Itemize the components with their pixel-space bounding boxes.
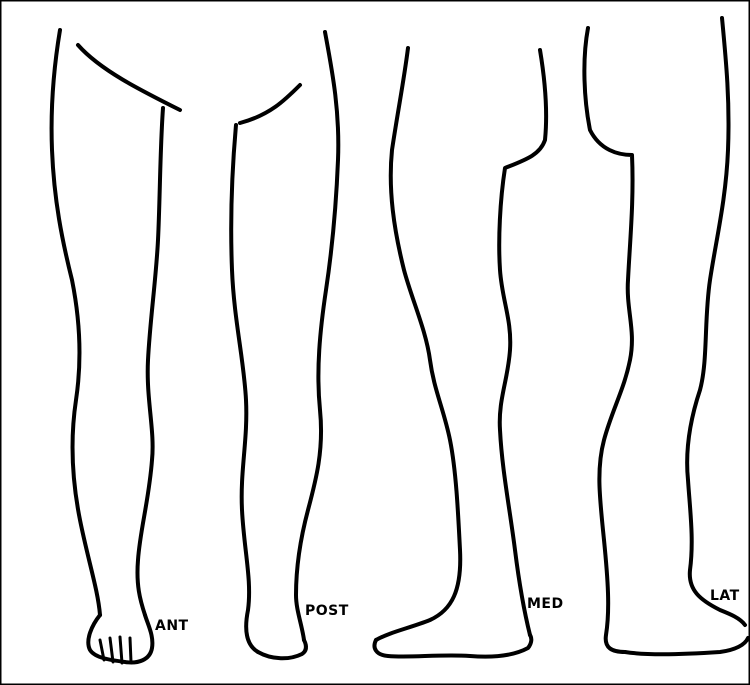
lateral-leg-back-contour bbox=[584, 28, 632, 652]
medial-view-label: MED bbox=[527, 596, 564, 612]
posterior-heel-outline bbox=[258, 640, 306, 658]
anterior-leg-view: ANT bbox=[52, 30, 189, 663]
anterior-leg-inner-contour bbox=[137, 108, 163, 615]
posterior-leg-view: POST bbox=[231, 32, 349, 658]
posterior-leg-right-contour bbox=[296, 32, 338, 640]
medial-leg-back-contour bbox=[376, 48, 460, 640]
medial-leg-view: MED bbox=[375, 48, 564, 657]
medial-leg-front-contour bbox=[499, 50, 546, 635]
lateral-leg-view: LAT bbox=[584, 18, 748, 654]
anterior-leg-outer-contour bbox=[52, 30, 100, 615]
posterior-view-label: POST bbox=[305, 603, 349, 619]
medial-foot-sole bbox=[375, 635, 532, 657]
posterior-leg-left-contour bbox=[231, 125, 258, 652]
posterior-gluteal-crease bbox=[240, 85, 300, 123]
lateral-view-label: LAT bbox=[710, 588, 740, 604]
anterior-hip-crease bbox=[78, 45, 180, 110]
lateral-leg-front-contour bbox=[687, 18, 745, 625]
anterior-view-label: ANT bbox=[155, 618, 189, 634]
lateral-foot-outline bbox=[625, 638, 748, 654]
